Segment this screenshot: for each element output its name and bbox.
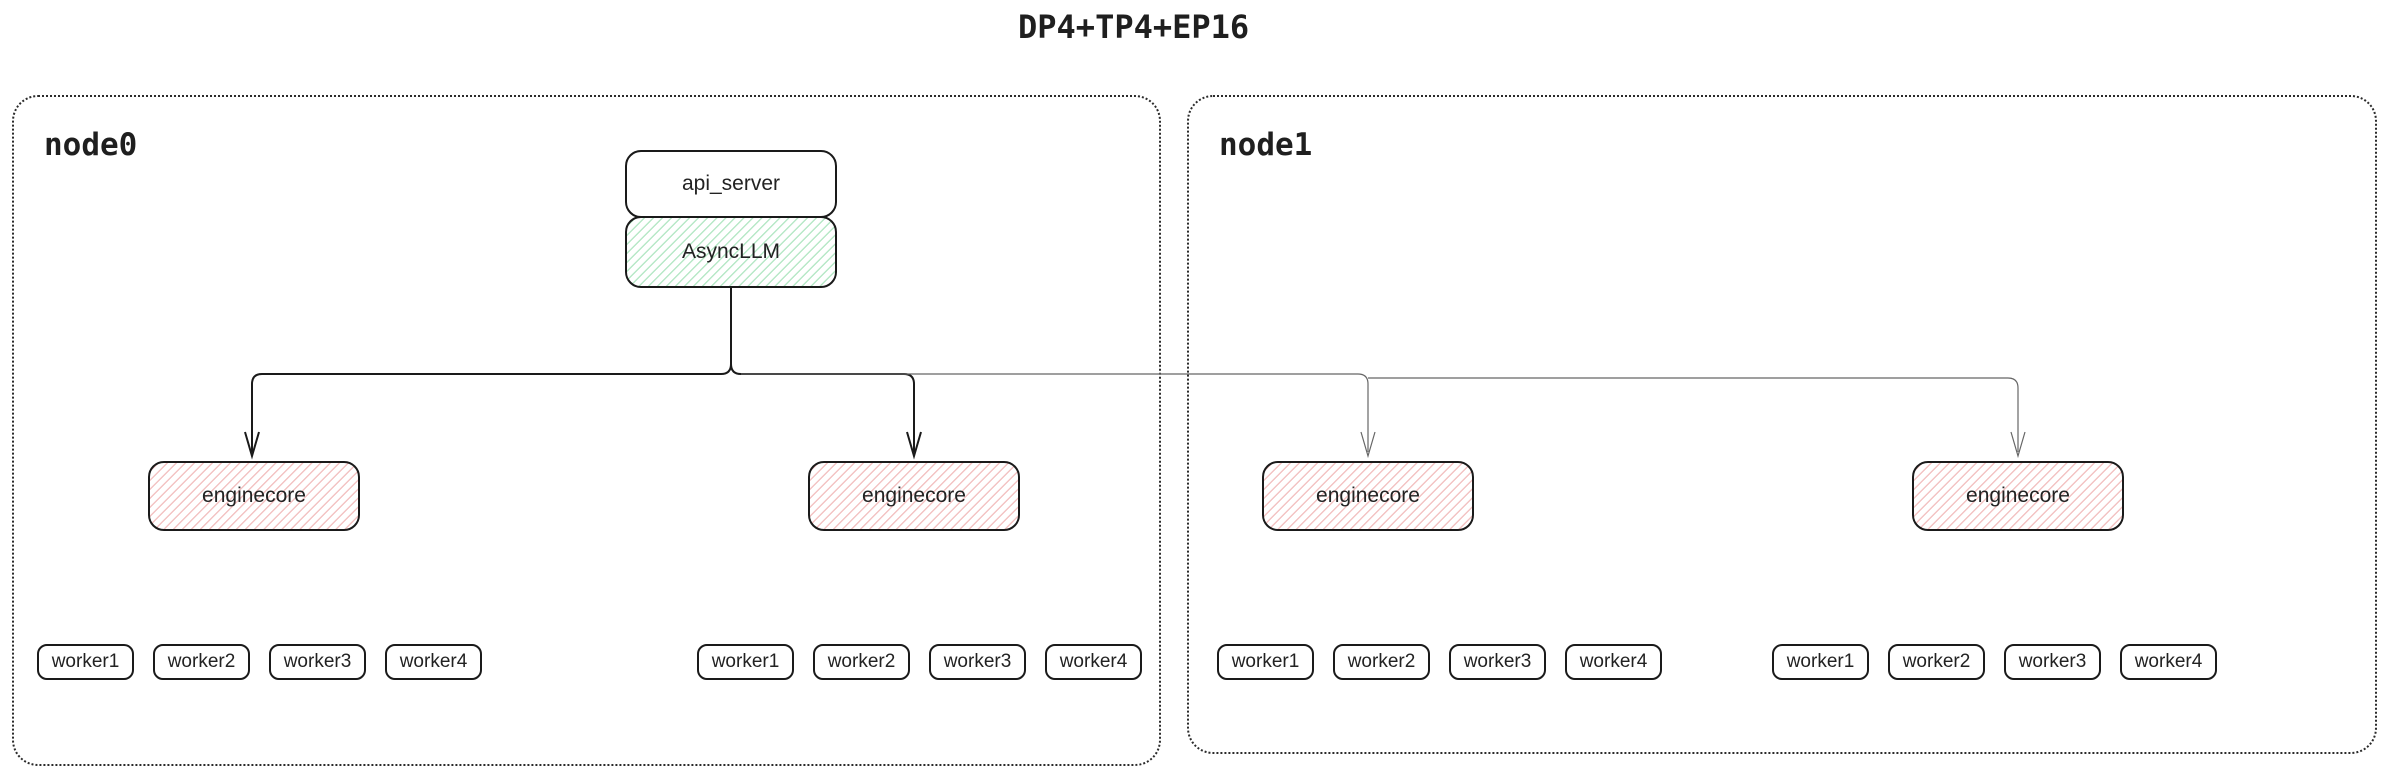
worker-box: worker4 <box>1045 644 1142 680</box>
enginecore-label: enginecore <box>1316 484 1420 507</box>
worker-label: worker4 <box>2134 651 2203 672</box>
worker-box: worker2 <box>1333 644 1430 680</box>
worker-box: worker3 <box>929 644 1026 680</box>
node0-label: node0 <box>44 127 138 163</box>
worker-label: worker4 <box>1579 651 1648 672</box>
worker-label: worker4 <box>1059 651 1128 672</box>
node1-label: node1 <box>1219 127 1313 163</box>
worker-label: worker1 <box>711 651 780 672</box>
worker-label: worker1 <box>51 651 120 672</box>
enginecore-label: enginecore <box>862 484 966 507</box>
diagram-title: DP4+TP4+EP16 <box>1018 8 1250 46</box>
worker-box: worker1 <box>1772 644 1869 680</box>
worker-group-node0-right: worker1 worker2 worker3 worker4 <box>697 644 1142 680</box>
worker-label: worker3 <box>1463 651 1532 672</box>
worker-label: worker1 <box>1786 651 1855 672</box>
worker-label: worker3 <box>943 651 1012 672</box>
worker-label: worker3 <box>2018 651 2087 672</box>
worker-label: worker2 <box>827 651 896 672</box>
api-server-box: api_server <box>625 150 837 218</box>
worker-group-node1-right: worker1 worker2 worker3 worker4 <box>1772 644 2217 680</box>
enginecore-label: enginecore <box>1966 484 2070 507</box>
worker-label: worker2 <box>1902 651 1971 672</box>
worker-box: worker4 <box>2120 644 2217 680</box>
worker-label: worker1 <box>1231 651 1300 672</box>
worker-box: worker2 <box>153 644 250 680</box>
worker-label: worker2 <box>167 651 236 672</box>
enginecore-box: enginecore <box>1262 461 1474 531</box>
api-server-label: api_server <box>681 172 781 195</box>
worker-group-node1-left: worker1 worker2 worker3 worker4 <box>1217 644 1662 680</box>
worker-box: worker1 <box>37 644 134 680</box>
worker-box: worker3 <box>269 644 366 680</box>
enginecore-box: enginecore <box>1912 461 2124 531</box>
worker-label: worker2 <box>1347 651 1416 672</box>
worker-box: worker2 <box>1888 644 1985 680</box>
worker-box: worker4 <box>1565 644 1662 680</box>
enginecore-label: enginecore <box>202 484 306 507</box>
async-llm-box: AsyncLLM <box>625 216 837 288</box>
enginecore-box: enginecore <box>148 461 360 531</box>
worker-label: worker3 <box>283 651 352 672</box>
worker-group-node0-left: worker1 worker2 worker3 worker4 <box>37 644 482 680</box>
async-llm-label: AsyncLLM <box>681 240 781 263</box>
worker-box: worker1 <box>697 644 794 680</box>
worker-box: worker4 <box>385 644 482 680</box>
worker-box: worker3 <box>2004 644 2101 680</box>
enginecore-box: enginecore <box>808 461 1020 531</box>
worker-box: worker3 <box>1449 644 1546 680</box>
worker-box: worker1 <box>1217 644 1314 680</box>
worker-label: worker4 <box>399 651 468 672</box>
worker-box: worker2 <box>813 644 910 680</box>
